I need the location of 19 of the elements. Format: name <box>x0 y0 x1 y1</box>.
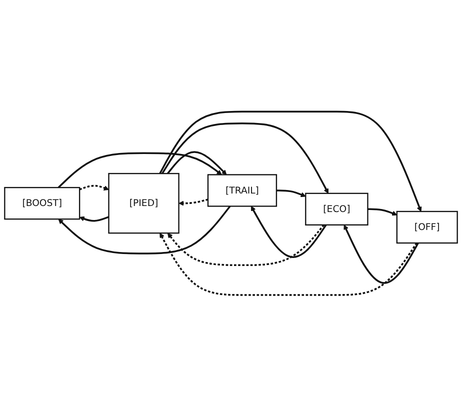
arrow <box>79 185 109 191</box>
node-box: [TRAIL] <box>207 174 278 207</box>
node-box: [ECO] <box>305 193 368 226</box>
arrow <box>166 151 227 176</box>
arrow <box>368 208 398 216</box>
arrow <box>58 152 222 188</box>
arrow <box>250 206 327 258</box>
arrow <box>58 206 231 255</box>
arrow <box>159 110 422 212</box>
arrow <box>276 190 306 198</box>
node-box: [BOOST] <box>4 187 80 220</box>
arrow <box>178 198 208 206</box>
arrow <box>167 224 325 266</box>
arrow <box>79 216 110 222</box>
node-box: [OFF] <box>396 211 458 244</box>
arrow <box>160 233 418 296</box>
arrow <box>162 122 329 194</box>
node-box: [PIED] <box>108 173 180 234</box>
arrow <box>344 224 419 284</box>
